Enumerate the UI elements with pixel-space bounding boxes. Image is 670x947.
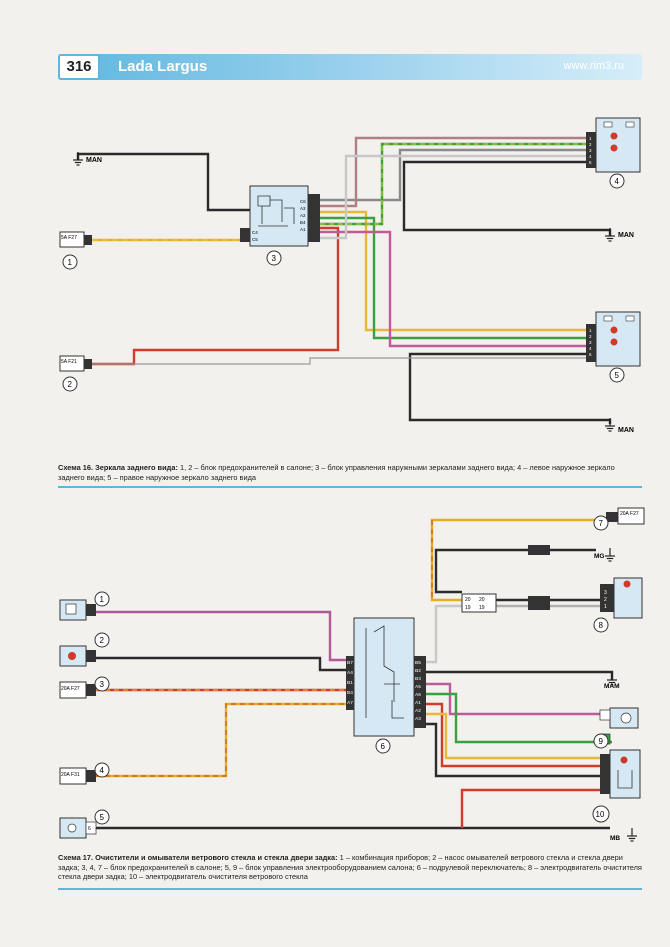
callout-s17-5 bbox=[94, 809, 110, 825]
scheme16-caption-title: Схема 16. Зеркала заднего вида: bbox=[58, 463, 178, 472]
book-title: Lada Largus bbox=[118, 58, 208, 75]
scheme17-diagram: 20A F27 7 MG 20 20 19 19 3 2 1 8 MAM 1 2 bbox=[59, 507, 645, 842]
callout-3-text: 3 bbox=[272, 254, 277, 263]
callout-s17-3-text: 3 bbox=[100, 680, 105, 689]
block6-pin-a6: A6 bbox=[415, 692, 421, 698]
ground-mam: MAM bbox=[604, 683, 620, 690]
ground-mg: MG bbox=[594, 553, 604, 560]
conn-pin-20a: 20 bbox=[465, 597, 471, 603]
block3-pin-a2: A2 bbox=[300, 213, 306, 218]
callout-8-text: 8 bbox=[599, 621, 604, 630]
callout-s17-1-text: 1 bbox=[100, 595, 105, 604]
block6-pin-b1: B1 bbox=[347, 680, 353, 686]
ground-man-1: MAN bbox=[86, 157, 102, 164]
callout-5-text: 5 bbox=[615, 371, 620, 380]
fuse-1-label: 5A F27 bbox=[61, 235, 77, 241]
callout-6 bbox=[375, 738, 391, 754]
ground-mb: MB bbox=[610, 835, 620, 842]
callout-2 bbox=[62, 376, 78, 392]
callout-10 bbox=[592, 805, 610, 823]
callout-3 bbox=[266, 250, 282, 266]
motor8-pin-3: 3 bbox=[604, 590, 607, 596]
block6-pin-b4: B4 bbox=[347, 690, 353, 696]
block6-pin-a7: A7 bbox=[347, 700, 353, 706]
block6-pin-b3: B3 bbox=[415, 676, 421, 682]
callout-7 bbox=[593, 515, 609, 531]
block3-pin-a1: A1 bbox=[300, 227, 306, 232]
callout-4 bbox=[609, 173, 625, 189]
block6-pin-b2: B2 bbox=[415, 668, 421, 674]
mirror4-pin-3: 3 bbox=[589, 148, 592, 153]
callout-10-text: 10 bbox=[596, 810, 605, 819]
callout-6-text: 6 bbox=[381, 742, 386, 751]
mirror4-pin-2: 2 bbox=[589, 142, 592, 147]
motor8-pin-1: 1 bbox=[604, 604, 607, 610]
callout-2-text: 2 bbox=[68, 380, 73, 389]
scheme17-caption-title: Схема 17. Очистители и омыватели ветрово… bbox=[58, 853, 338, 862]
mirror4-pin-1: 1 bbox=[589, 136, 592, 141]
block6-pin-a2: A2 bbox=[415, 708, 421, 714]
callout-s17-4-text: 4 bbox=[100, 766, 105, 775]
mirror4-pin-4: 4 bbox=[589, 154, 592, 159]
ground-man-2: MAN bbox=[618, 232, 634, 239]
scheme16-diagram: MAN MAN MAN 5A F27 1 5A F21 2 C6 A3 A2 B… bbox=[59, 117, 641, 434]
scheme17-divider bbox=[58, 888, 642, 890]
callout-4-text: 4 bbox=[615, 177, 620, 186]
scheme16-caption: Схема 16. Зеркала заднего вида: 1, 2 – б… bbox=[58, 463, 642, 482]
fuse-3-label: 20A F27 bbox=[61, 686, 80, 692]
conn-pin-19b: 19 bbox=[479, 605, 485, 611]
callout-9 bbox=[593, 733, 609, 749]
motor8-pin-2: 2 bbox=[604, 597, 607, 603]
block6-pin-a4: A4 bbox=[347, 670, 353, 676]
mirror5-pin-2: 2 bbox=[589, 334, 592, 339]
block6-pin-b7: B7 bbox=[347, 660, 353, 666]
callout-s17-2 bbox=[94, 632, 110, 648]
block3-pin-c5: C5 bbox=[252, 237, 258, 242]
site-url: www.rim3.ru bbox=[563, 60, 624, 72]
block6-pin-a1: A1 bbox=[415, 700, 421, 706]
callout-9-text: 9 bbox=[599, 737, 604, 746]
scheme17-caption-text: 1 – комбинация приборов; 2 – насос омыва… bbox=[58, 853, 642, 881]
mirror5-pin-3: 3 bbox=[589, 340, 592, 345]
pin-5-label: 6 bbox=[88, 826, 91, 832]
page-number: 316 bbox=[58, 54, 100, 80]
callout-s17-4 bbox=[94, 762, 110, 778]
conn-pin-20b: 20 bbox=[479, 597, 485, 603]
fuse-4-label: 20A F31 bbox=[61, 772, 80, 778]
fuse-7-label: 20A F27 bbox=[620, 511, 639, 517]
block3-pin-c4: C4 bbox=[252, 230, 258, 235]
callout-s17-3 bbox=[94, 676, 110, 692]
scheme16-divider bbox=[58, 486, 642, 488]
block6-pin-a3: A3 bbox=[415, 716, 421, 722]
callout-8 bbox=[593, 617, 609, 633]
block3-pin-b4: B4 bbox=[300, 220, 306, 225]
callout-s17-5-text: 5 bbox=[100, 813, 105, 822]
mirror4-pin-5: 5 bbox=[589, 160, 592, 165]
block3-pin-c6: C6 bbox=[300, 199, 306, 204]
mirror5-pin-4: 4 bbox=[589, 346, 592, 351]
fuse-2-label: 5A F21 bbox=[61, 359, 77, 365]
mirror5-pin-5: 5 bbox=[589, 352, 592, 357]
block6-pin-b5: B5 bbox=[415, 660, 421, 666]
callout-s17-1 bbox=[94, 591, 110, 607]
block6-pin-a5: A5 bbox=[415, 684, 421, 690]
callout-1-text: 1 bbox=[68, 258, 73, 267]
mirror5-pin-1: 1 bbox=[589, 328, 592, 333]
callout-s17-2-text: 2 bbox=[100, 636, 105, 645]
block3-pin-a3: A3 bbox=[300, 206, 306, 211]
scheme17-caption: Схема 17. Очистители и омыватели ветрово… bbox=[58, 853, 642, 882]
conn-pin-19a: 19 bbox=[465, 605, 471, 611]
callout-5 bbox=[609, 367, 625, 383]
page-header-bar bbox=[58, 54, 642, 80]
scheme16-caption-text: 1, 2 – блок предохранителей в салоне; 3 … bbox=[58, 463, 615, 482]
callout-7-text: 7 bbox=[599, 519, 604, 528]
callout-1 bbox=[62, 254, 78, 270]
ground-man-3: MAN bbox=[618, 427, 634, 434]
connector-20-19 bbox=[461, 593, 497, 613]
